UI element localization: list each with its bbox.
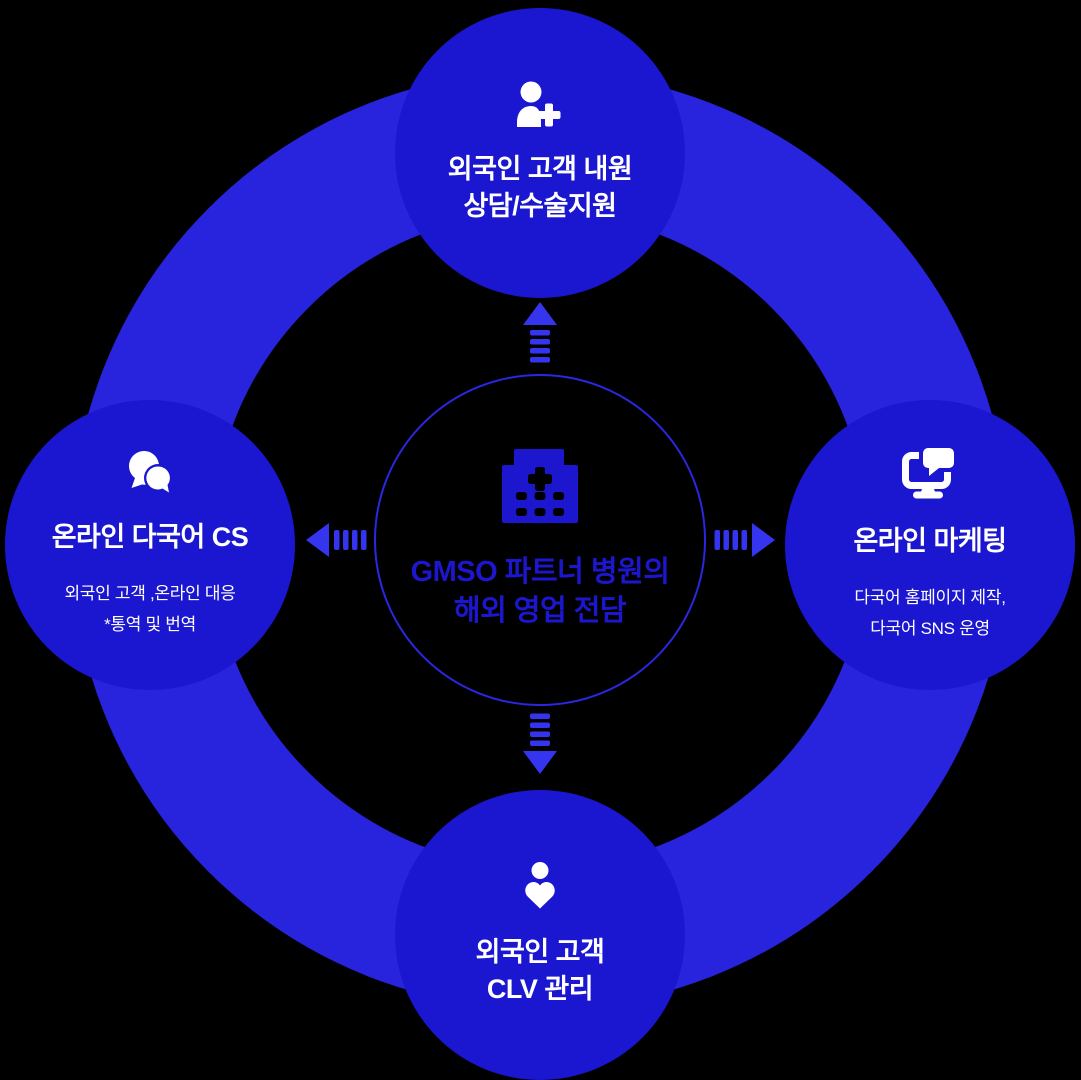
hospital-icon bbox=[502, 449, 578, 523]
node-subtitle: 외국인 고객 ,온라인 대응 *통역 및 번역 bbox=[64, 578, 235, 640]
arrow-up-icon bbox=[523, 302, 557, 363]
center-circle: GMSO 파트너 병원의 해외 영업 전담 bbox=[374, 374, 706, 706]
node-online-marketing: 온라인 마케팅 다국어 홈페이지 제작, 다국어 SNS 운영 bbox=[785, 400, 1075, 690]
node-title-line1: 외국인 고객 내원 bbox=[447, 154, 633, 184]
node-title-line1: 외국인 고객 bbox=[475, 937, 605, 967]
node-subtitle-line1: 외국인 고객 ,온라인 대응 bbox=[64, 584, 236, 603]
node-subtitle-line1: 다국어 홈페이지 제작, bbox=[854, 588, 1006, 607]
node-title: 온라인 마케팅 bbox=[853, 526, 1007, 556]
node-online-multilingual-cs: 온라인 다국어 CS 외국인 고객 ,온라인 대응 *통역 및 번역 bbox=[5, 400, 295, 690]
person-add-icon bbox=[517, 81, 561, 127]
monitor-chat-icon bbox=[902, 446, 958, 499]
node-foreign-customer-clv: 외국인 고객 CLV 관리 bbox=[395, 790, 685, 1080]
node-title-line2: CLV 관리 bbox=[486, 974, 594, 1004]
node-subtitle: 다국어 홈페이지 제작, 다국어 SNS 운영 bbox=[854, 582, 1006, 644]
node-title-line2: 상담/수술지원 bbox=[463, 191, 617, 221]
node-title: 온라인 다국어 CS bbox=[51, 522, 249, 552]
node-subtitle-line2: 다국어 SNS 운영 bbox=[870, 619, 990, 638]
chat-bubbles-icon bbox=[129, 451, 172, 493]
node-title: 외국인 고객 CLV 관리 bbox=[476, 934, 605, 1008]
center-title-line1: GMSO 파트너 병원의 bbox=[410, 556, 670, 588]
arrow-left-icon bbox=[306, 523, 367, 557]
arrow-down-icon bbox=[523, 713, 557, 774]
center-title-line2: 해외 영업 전담 bbox=[453, 595, 627, 627]
person-heart-icon bbox=[525, 862, 555, 909]
node-foreign-patient-support: 외국인 고객 내원 상담/수술지원 bbox=[395, 8, 685, 298]
center-title: GMSO 파트너 병원의 해외 영업 전담 bbox=[411, 553, 670, 631]
node-subtitle-line2: *통역 및 번역 bbox=[104, 615, 196, 634]
node-title: 외국인 고객 내원 상담/수술지원 bbox=[447, 151, 633, 225]
arrow-right-icon bbox=[714, 523, 775, 557]
